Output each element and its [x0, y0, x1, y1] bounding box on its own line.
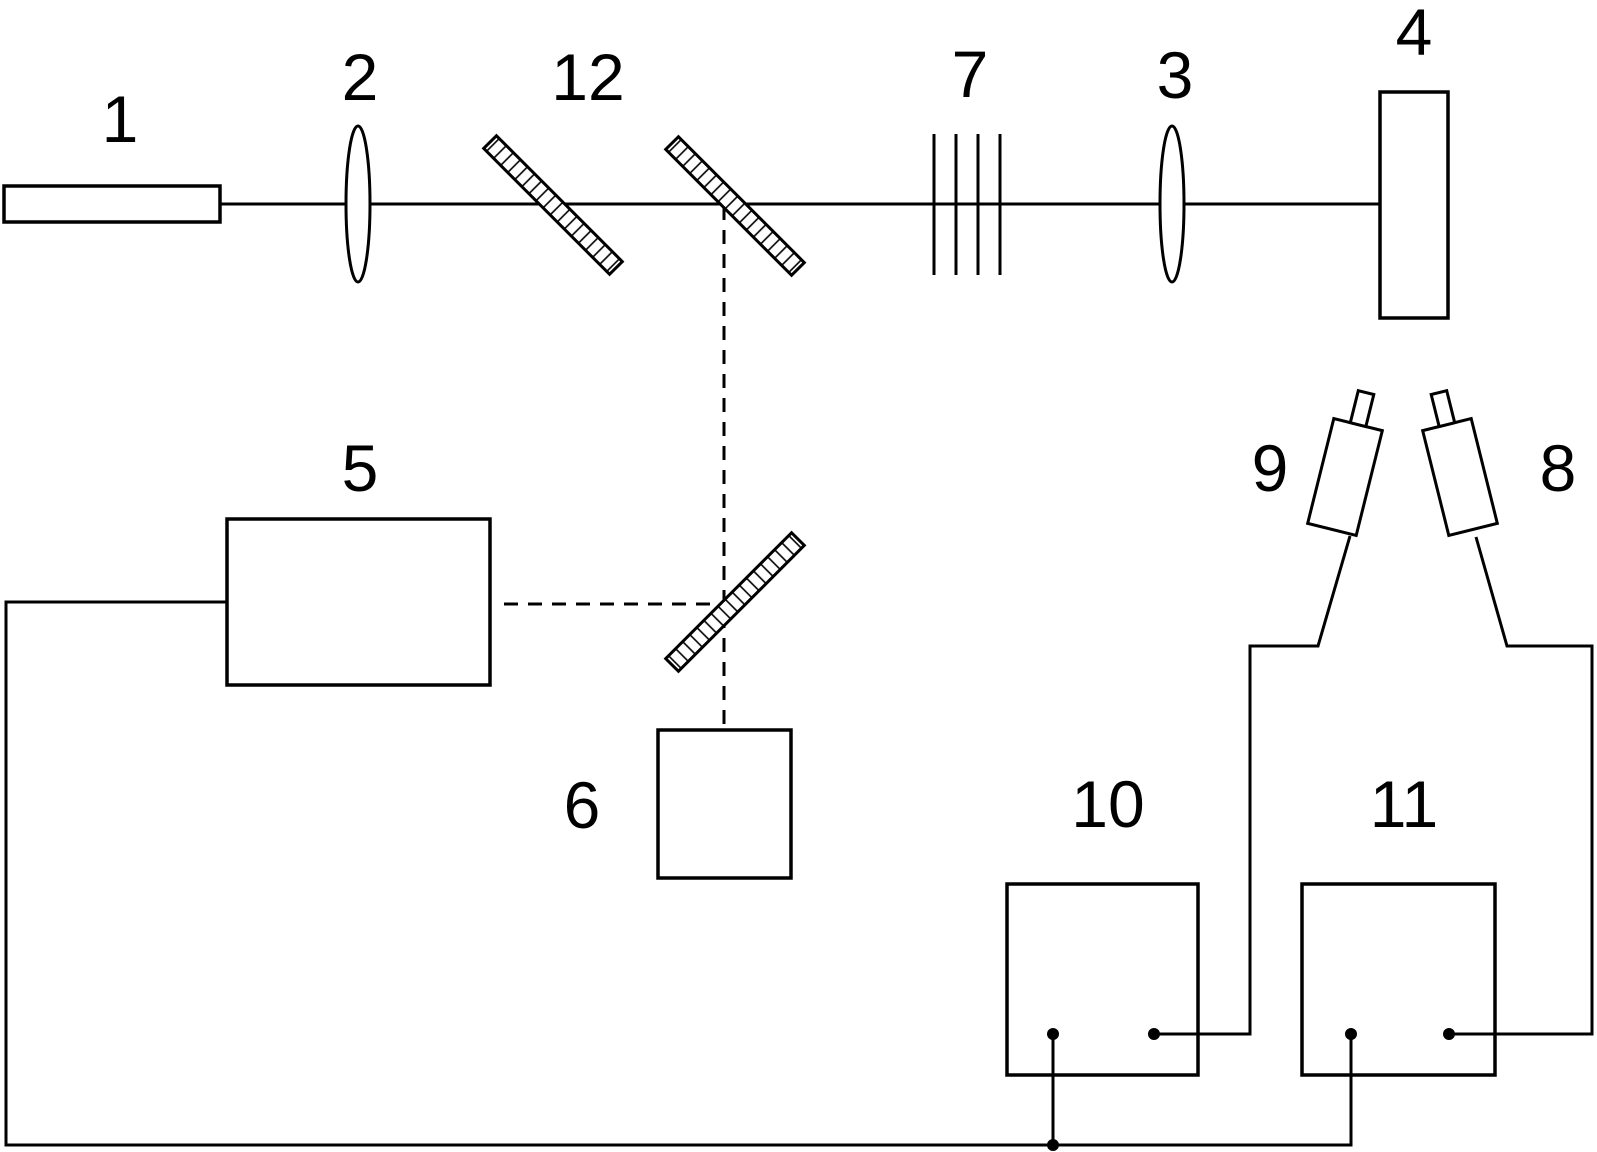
label-9: 9	[1252, 431, 1289, 505]
label-1: 1	[102, 82, 139, 156]
sensor-8	[1420, 388, 1500, 538]
label-5: 5	[342, 431, 379, 505]
label-8: 8	[1540, 431, 1577, 505]
label-10: 10	[1071, 767, 1144, 841]
grating-stack-7	[932, 134, 1002, 275]
label-2: 2	[342, 40, 379, 114]
beam-splitter-main	[663, 134, 807, 278]
label-12: 12	[551, 40, 624, 114]
laser-source	[2, 184, 222, 224]
sensor-9	[1305, 388, 1385, 538]
lens-3	[1158, 124, 1186, 284]
analyzer-box-5	[225, 517, 492, 687]
label-3: 3	[1157, 38, 1194, 112]
label-7: 7	[952, 37, 989, 111]
unit-box-11	[1300, 882, 1497, 1077]
detector-box-6	[656, 728, 793, 880]
lens-2	[344, 124, 372, 284]
unit-box-10	[1005, 882, 1200, 1077]
label-6: 6	[564, 768, 601, 842]
label-11: 11	[1370, 767, 1439, 841]
label-4: 4	[1396, 0, 1433, 69]
target-block-4	[1378, 90, 1450, 320]
beam-splitter-12	[481, 133, 625, 277]
wiring	[4, 535, 1594, 1147]
beam-splitter-lower	[663, 530, 807, 674]
terminal-dots	[1047, 1028, 1455, 1151]
